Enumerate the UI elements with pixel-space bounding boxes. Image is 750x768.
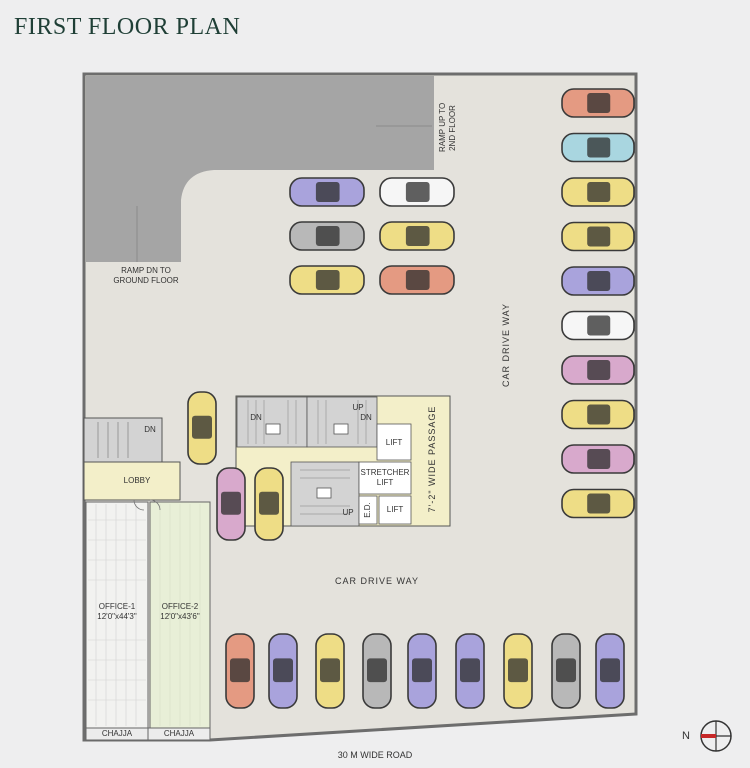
ramp-area <box>86 76 434 262</box>
car-bottom-9 <box>595 633 625 709</box>
car-bottom-2 <box>268 633 298 709</box>
lobby <box>83 461 181 501</box>
car-lobby-2 <box>254 467 284 541</box>
stair-left-dn-label: DN <box>144 425 156 434</box>
ed-box <box>358 495 378 525</box>
car-right-1 <box>561 88 635 118</box>
ramp-up-line1: RAMP UP TO <box>438 102 447 152</box>
stair-left <box>83 417 163 463</box>
stair-2-up-label: UP <box>352 403 364 412</box>
road-label: 30 M WIDE ROAD <box>337 750 413 760</box>
car-right-5 <box>561 266 635 296</box>
lift-1-box <box>376 423 412 461</box>
stretcher-lift-label: STRETCHER LIFT <box>359 468 411 488</box>
car-center-2 <box>379 177 455 207</box>
stretcher-lift-line2: LIFT <box>376 478 394 487</box>
ramp-dn-line1: RAMP DN TO <box>121 266 171 275</box>
chajja-2-label: CHAJJA <box>163 729 195 738</box>
ramp-up-line2: 2ND FLOOR <box>448 105 457 151</box>
car-single <box>187 391 217 465</box>
car-bottom-7 <box>503 633 533 709</box>
office-2-name: OFFICE-2 <box>161 602 199 611</box>
car-right-10 <box>561 488 635 519</box>
car-center-1 <box>289 177 365 207</box>
office-1-label: OFFICE-1 12'0"x44'3" <box>86 602 148 622</box>
car-right-6 <box>561 310 635 341</box>
car-center-3 <box>289 221 365 251</box>
drive-way-vertical-label: CAR DRIVE WAY <box>501 302 511 387</box>
office-1-name: OFFICE-1 <box>98 602 136 611</box>
car-center-6 <box>379 265 455 295</box>
lift-2-box <box>378 495 412 525</box>
car-right-7 <box>561 355 635 385</box>
page-title: FIRST FLOOR PLAN <box>14 14 241 40</box>
car-right-8 <box>561 399 635 430</box>
car-right-2 <box>561 132 635 163</box>
office-1 <box>85 501 149 729</box>
lift-1-label: LIFT <box>385 438 403 447</box>
stair-3-up-label: UP <box>342 508 354 517</box>
passage-label: 7'-2" WIDE PASSAGE <box>427 405 437 513</box>
car-bottom-5 <box>407 633 437 709</box>
stretcher-lift-box <box>358 461 412 495</box>
car-right-9 <box>561 444 635 474</box>
ramp-dn-line2: GROUND FLOOR <box>113 276 179 285</box>
car-bottom-1 <box>225 633 255 709</box>
lobby-label: LOBBY <box>123 476 151 485</box>
car-center-5 <box>289 265 365 295</box>
car-right-4 <box>561 221 635 252</box>
car-bottom-6 <box>455 633 485 709</box>
stair-2-dn-label: DN <box>360 413 372 422</box>
car-bottom-4 <box>362 633 392 709</box>
lift-2-label: LIFT <box>386 505 404 514</box>
stair-2 <box>306 396 378 448</box>
ramp-dn-label: RAMP DN TO GROUND FLOOR <box>100 266 192 286</box>
north-label: N <box>682 730 690 742</box>
stretcher-lift-line1: STRETCHER <box>360 468 410 477</box>
ed-label: E.D. <box>363 502 372 518</box>
car-bottom-8 <box>551 633 581 709</box>
office-2-label: OFFICE-2 12'0"x43'6" <box>150 602 210 622</box>
car-center-4 <box>379 221 455 251</box>
north-arrow-icon <box>700 720 732 752</box>
stair-1-dn-label: DN <box>250 413 262 422</box>
office-1-size: 12'0"x44'3" <box>97 612 137 621</box>
chajja-1-label: CHAJJA <box>101 729 133 738</box>
car-lobby-1 <box>216 467 246 541</box>
drive-way-horizontal-label: CAR DRIVE WAY <box>334 576 419 586</box>
car-right-3 <box>561 177 635 207</box>
car-bottom-3 <box>315 633 345 709</box>
car-layer <box>187 88 635 709</box>
office-2-size: 12'0"x43'6" <box>160 612 200 621</box>
